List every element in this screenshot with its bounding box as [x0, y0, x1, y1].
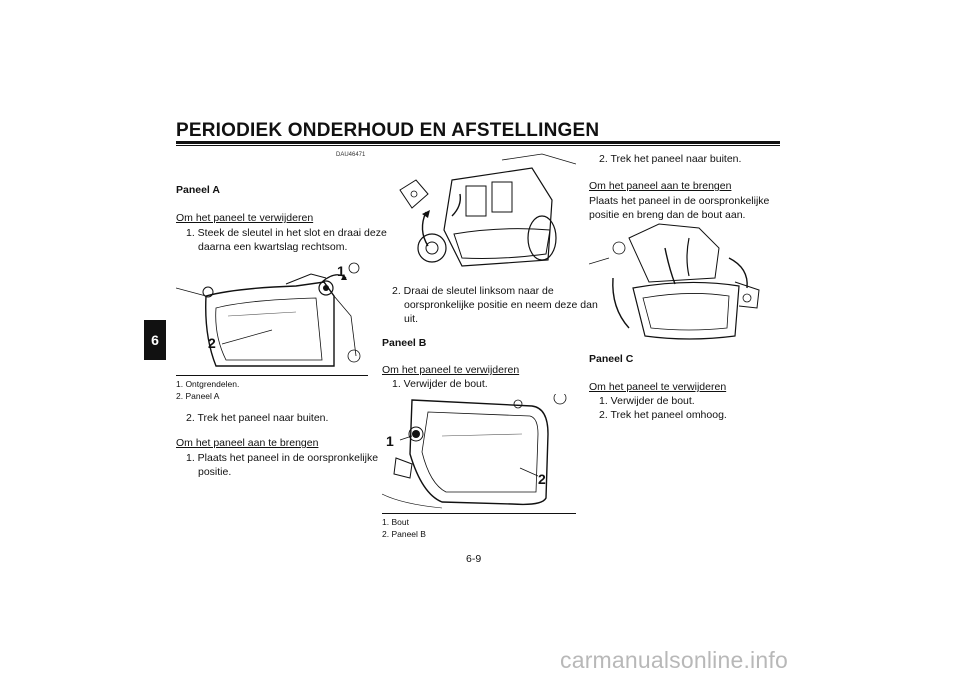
caption-b-1: 1. Bout: [382, 517, 409, 527]
figure-paneel-a-drawing: 1 2: [176, 262, 361, 367]
title-rule-thin: [176, 145, 780, 146]
fig-b-label-1: 1: [386, 433, 394, 449]
step-remove-b-1: 1. Verwijder de bout.: [392, 378, 488, 390]
page-number: 6-9: [466, 553, 482, 565]
step-remove-a-2: 2. Trek het paneel naar buiten.: [186, 412, 329, 424]
figure-paneel-b-drawing: 1 2: [382, 394, 567, 509]
fig-b-label-2: 2: [538, 471, 546, 487]
step-remove-c-1: 1. Verwijder de bout.: [599, 395, 695, 407]
title-rule: [176, 141, 780, 144]
figure-install-b: [589, 218, 781, 348]
doc-code: DAU46471: [336, 152, 366, 158]
fig-a-label-1: 1: [337, 263, 345, 279]
caption-b-2: 2. Paneel B: [382, 529, 426, 539]
step-install-a-1: 1. Plaats het paneel in de oorspronkelij…: [186, 452, 379, 478]
step-install-a-2: 2. Draai de sleutel linksom naar de oors…: [392, 285, 598, 325]
page-title: PERIODIEK ONDERHOUD EN AFSTELLINGEN: [176, 120, 600, 141]
heading-paneel-c: Paneel C: [589, 353, 634, 365]
subheading-remove-c: Om het paneel te verwijderen: [589, 381, 727, 393]
figure-paneel-b: 1 2: [382, 394, 576, 512]
subheading-remove-a: Om het paneel te verwijderen: [176, 212, 314, 224]
step-remove-b-2: 2. Trek het paneel naar buiten.: [599, 153, 742, 165]
chapter-tab: 6: [144, 320, 166, 360]
subheading-install-a: Om het paneel aan te brengen: [176, 437, 319, 449]
figure-b-rule: [382, 513, 576, 514]
caption-a-2: 2. Paneel A: [176, 391, 220, 401]
figure-key-turn-drawing: [399, 153, 576, 267]
step-remove-a-1: 1. Steek de sleutel in het slot en draai…: [186, 227, 387, 253]
figure-install-b-drawing: [589, 223, 760, 340]
caption-a-1: 1. Ontgrendelen.: [176, 379, 240, 389]
subheading-remove-b: Om het paneel te verwijderen: [382, 364, 520, 376]
step-remove-c-2: 2. Trek het paneel omhoog.: [599, 409, 727, 421]
subheading-install-b: Om het paneel aan te brengen: [589, 180, 732, 192]
figure-a-rule: [176, 375, 368, 376]
figure-key-turn: [382, 150, 576, 280]
heading-paneel-a: Paneel A: [176, 184, 220, 196]
figure-paneel-a: 1 2: [176, 256, 368, 374]
install-b-text: Plaats het paneel in de oorspronkelijke …: [589, 195, 770, 221]
heading-paneel-b: Paneel B: [382, 337, 427, 349]
fig-a-label-2: 2: [208, 335, 216, 351]
watermark: carmanualsonline.info: [560, 647, 788, 673]
